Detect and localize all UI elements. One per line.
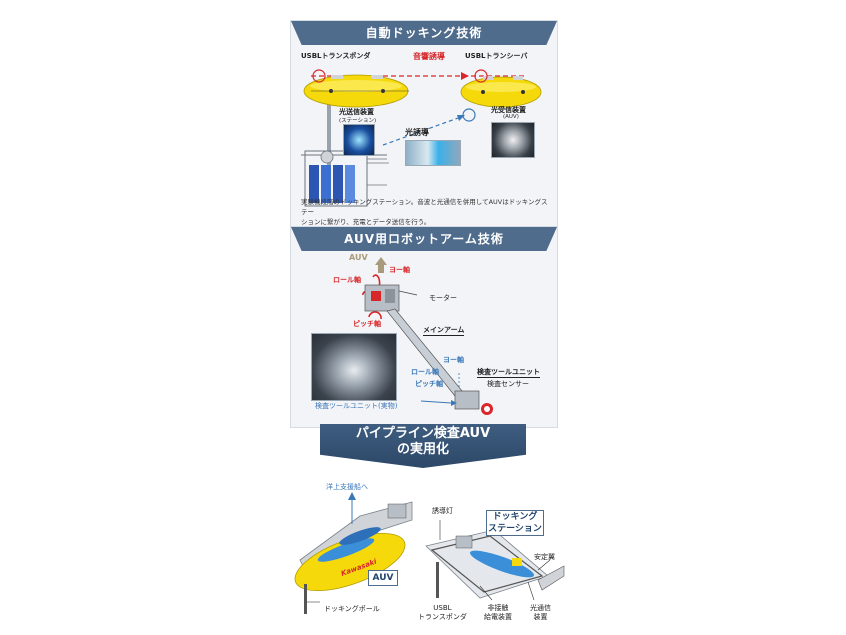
motor-label: モーター bbox=[429, 294, 457, 302]
docking-station-model bbox=[425, 520, 565, 601]
pitch-axis2-label: ピッチ軸 bbox=[415, 380, 443, 388]
optical-arrow-icon bbox=[457, 115, 465, 121]
photo-pointer-arrow-icon bbox=[451, 400, 457, 406]
optical-rx-sub-label: (AUV) bbox=[503, 114, 519, 120]
docking-station-label-box: ドッキング ステーション bbox=[486, 510, 544, 536]
hero-line1: パイプライン検査AUV bbox=[355, 426, 491, 441]
robot-arm-diagram bbox=[362, 257, 493, 415]
usbl-transponder-bottom-label: USBL トランスポンダ bbox=[418, 604, 467, 621]
station-pole bbox=[327, 83, 331, 183]
docking-tech-title: 自動ドッキング技術 bbox=[365, 26, 483, 40]
usbl-transceiver-label: USBLトランシーバ bbox=[465, 52, 528, 60]
docking-tech-panel: 自動ドッキング技術 bbox=[290, 20, 558, 228]
guide-light-label: 誘導灯 bbox=[432, 507, 453, 515]
roll-axis-label: ロール軸 bbox=[333, 276, 361, 284]
auv-direction-label: AUV bbox=[349, 253, 368, 262]
usbl-transponder-label: USBLトランスポンダ bbox=[301, 52, 371, 60]
transceiver-marker-icon bbox=[474, 69, 488, 83]
auv-label-box: AUV bbox=[368, 570, 398, 586]
optical-tx-photo bbox=[343, 124, 375, 156]
pitch-rotation-icon bbox=[368, 311, 382, 320]
main-arm-label: メインアーム bbox=[423, 326, 465, 336]
transponder-marker-icon bbox=[312, 69, 326, 83]
inspection-unit-photo bbox=[311, 333, 397, 401]
to-ship-arrow-icon bbox=[348, 492, 356, 500]
inspection-sensor-label: 検査センサー bbox=[487, 380, 529, 388]
practical-use-banner: パイプライン検査AUV の実用化 bbox=[320, 424, 526, 468]
docking-pole-label: ドッキングポール bbox=[324, 605, 380, 613]
stabilizer-label: 安定翼 bbox=[534, 553, 555, 561]
docking-tech-banner: 自動ドッキング技術 bbox=[291, 21, 557, 45]
auv-up-arrow-icon bbox=[375, 257, 387, 273]
robot-arm-panel: AUV用ロボットアーム技術 AUV ヨー軸 ロール軸 モーター ピッチ軸 bbox=[290, 226, 558, 428]
optical-rx-photo bbox=[491, 122, 535, 158]
arm-top-joint bbox=[364, 284, 418, 312]
auv-left bbox=[303, 74, 409, 108]
optical-comm-label: 光通信 装置 bbox=[530, 604, 551, 621]
hero-line2: の実用化 bbox=[396, 442, 449, 457]
optical-tx-label: 光送信装置 bbox=[339, 108, 374, 116]
docking-pole bbox=[304, 584, 307, 614]
optical-rx-label: 光受信装置 bbox=[491, 106, 526, 114]
photo-pointer-line bbox=[420, 400, 452, 404]
yaw-axis2-label: ヨー軸 bbox=[443, 356, 464, 364]
robot-arm-banner: AUV用ロボットアーム技術 bbox=[291, 227, 557, 251]
contactless-charger-label: 非接触 給電装置 bbox=[484, 604, 512, 621]
optical-tx-sub-label: (ステーション) bbox=[339, 118, 377, 124]
to-ship-label: 洋上支援船へ bbox=[326, 483, 368, 491]
roll-axis2-label: ロール軸 bbox=[411, 368, 439, 376]
auv-station-illustration: Kawasaki bbox=[294, 492, 565, 614]
auv-with-frame: Kawasaki bbox=[294, 501, 413, 614]
acoustic-arrow-icon bbox=[461, 72, 469, 80]
docking-description: 実験機段階のドッキングステーション。音波と光通信を併用してAUVはドッキングステ… bbox=[301, 198, 548, 226]
optical-guidance-label: 光誘導 bbox=[405, 128, 429, 137]
inspection-unit-label: 検査ツールユニット bbox=[477, 368, 540, 378]
acoustic-guidance-label: 音響誘導 bbox=[413, 52, 445, 61]
pitch-axis-label: ピッチ軸 bbox=[353, 320, 381, 328]
docking-diagram bbox=[301, 69, 542, 207]
auv-right bbox=[460, 76, 542, 108]
yaw-axis-label: ヨー軸 bbox=[389, 266, 410, 274]
inspection-unit-actual-label: 検査ツールユニット(実物) bbox=[315, 402, 398, 410]
robot-arm-title: AUV用ロボットアーム技術 bbox=[344, 232, 504, 246]
optical-guidance-photo bbox=[405, 140, 461, 166]
arm-bottom-tool bbox=[454, 373, 493, 415]
